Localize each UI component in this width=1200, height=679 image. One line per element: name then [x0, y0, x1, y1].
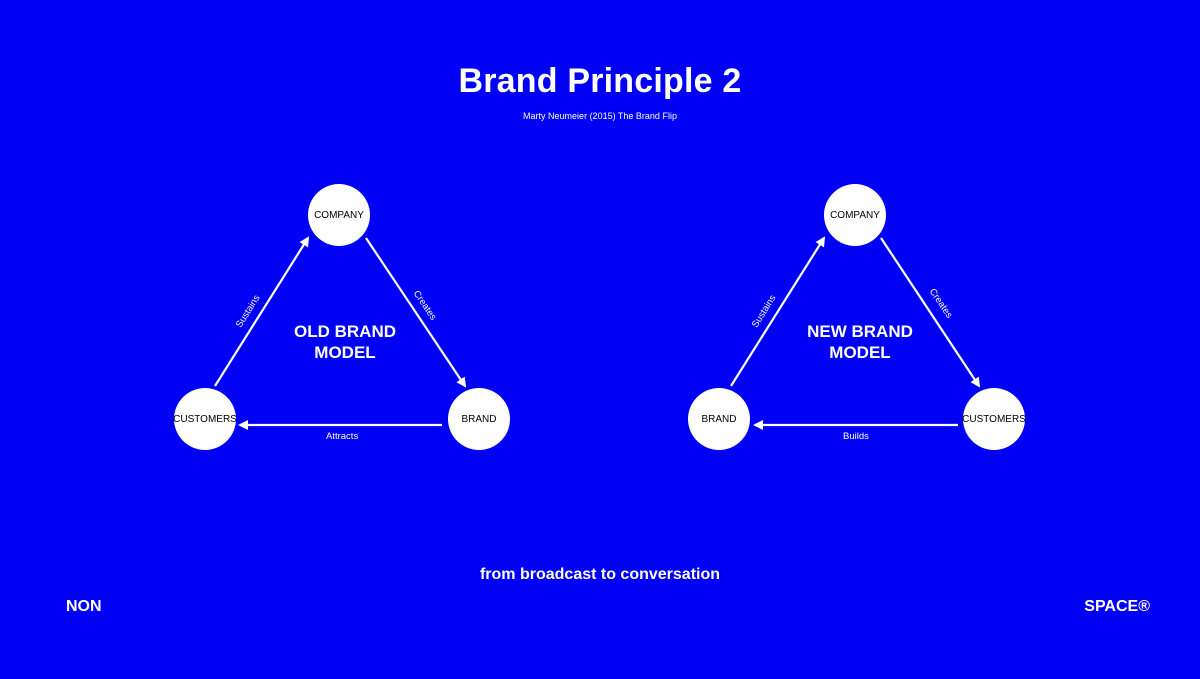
old-node-brand: BRAND [448, 388, 510, 450]
new-edge-company-to-customers [880, 237, 981, 388]
footer-left-logo-text: NON [66, 598, 102, 615]
old-edge-label-attracts: Attracts [326, 431, 359, 442]
footer-right-logo-text: SPACE® [1084, 598, 1150, 615]
old-model-title-line2: MODEL [314, 343, 376, 362]
new-node-company: COMPANY [824, 184, 886, 246]
old-node-company: COMPANY [308, 184, 370, 246]
new-node-customers: CUSTOMERS [962, 388, 1026, 450]
new-model-title-line1: NEW BRAND [807, 322, 913, 341]
new-node-brand: BRAND [688, 388, 750, 450]
new-edge-label-builds: Builds [843, 431, 869, 442]
old-edge-company-to-brand [365, 237, 467, 388]
old-model-title: OLD BRAND MODEL [275, 321, 415, 363]
page-title: Brand Principle 2 [458, 62, 742, 100]
old-model-title-line1: OLD BRAND [294, 322, 396, 341]
new-model-title: NEW BRAND MODEL [790, 321, 930, 363]
new-edge-brand-to-company [730, 236, 826, 387]
page-subtitle: Marty Neumeier (2015) The Brand Flip [523, 111, 677, 121]
tagline: from broadcast to conversation [479, 566, 721, 583]
old-edge-customers-to-company [214, 236, 310, 387]
old-node-customers: CUSTOMERS [173, 388, 237, 450]
new-model-title-line2: MODEL [829, 343, 891, 362]
